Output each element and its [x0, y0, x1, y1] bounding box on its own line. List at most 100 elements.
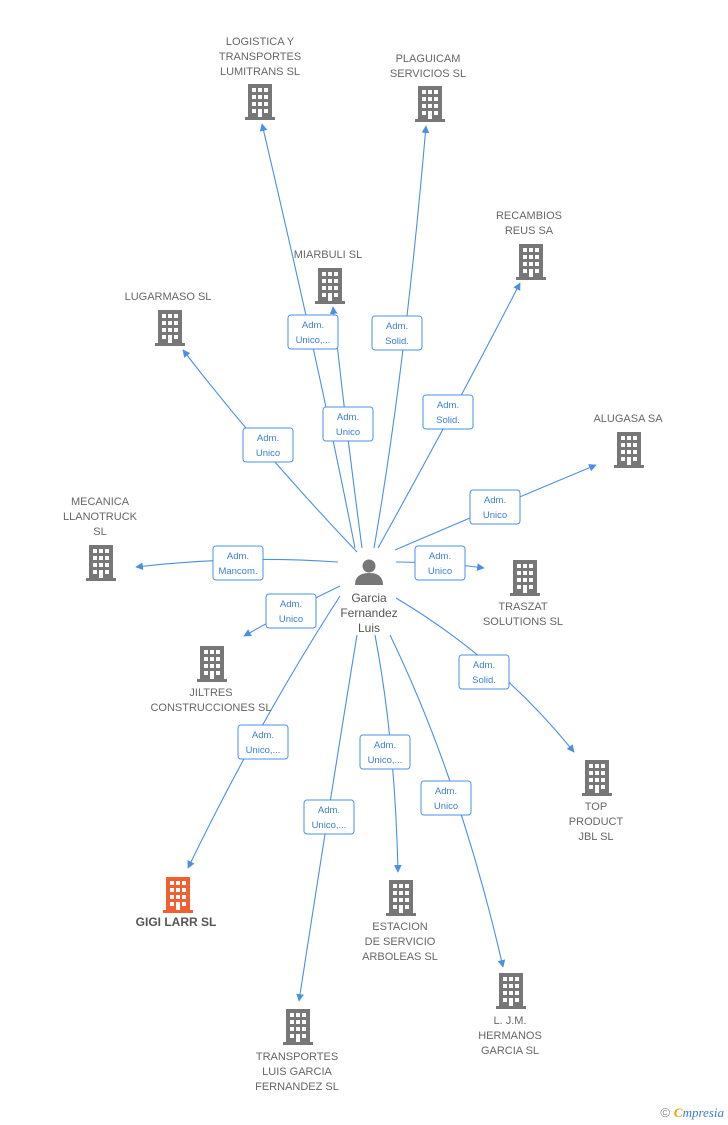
- building-icon: [614, 432, 644, 468]
- company-node-miarbuli[interactable]: MIARBULI SL: [294, 249, 362, 304]
- brand-name: mpresia: [682, 1105, 724, 1120]
- company-name: LUMITRANS SL: [220, 66, 300, 78]
- building-icon: [415, 86, 445, 122]
- person-name: Luis: [358, 621, 380, 635]
- company-name: JBL SL: [578, 831, 613, 843]
- company-name: CONSTRUCCIONES SL: [150, 702, 271, 714]
- company-name: DE SERVICIO: [365, 936, 436, 948]
- company-name: LUIS GARCIA: [262, 1066, 332, 1078]
- building-icon: [245, 84, 275, 120]
- role-text: Adm.: [318, 805, 340, 816]
- role-text: Solid.: [385, 336, 409, 347]
- role-box: [469, 489, 521, 525]
- person-icon: [355, 559, 383, 585]
- role-text: Unico: [428, 566, 452, 577]
- role-box: [371, 315, 423, 351]
- role-badge-jiltres[interactable]: Adm. Unico: [265, 593, 317, 629]
- edge-plaguicam: [373, 125, 430, 549]
- building-icon: [315, 268, 345, 304]
- role-box: [212, 545, 264, 581]
- role-box: [359, 734, 411, 770]
- person-name: Garcia: [351, 591, 387, 605]
- building-icon: [86, 545, 116, 581]
- role-box: [414, 545, 466, 581]
- role-badge-top[interactable]: Adm. Solid.: [458, 654, 510, 690]
- company-name: TRANSPORTES: [219, 51, 301, 63]
- company-node-transportes[interactable]: TRANSPORTES LUIS GARCIA FERNANDEZ SL: [255, 1009, 339, 1093]
- company-node-gigi[interactable]: GIGI LARR SL: [136, 877, 217, 929]
- role-text: Unico: [279, 614, 303, 625]
- company-name: TRASZAT: [498, 601, 548, 613]
- company-name: GIGI LARR SL: [136, 915, 217, 929]
- company-name: LUGARMASO SL: [125, 291, 212, 303]
- company-name: HERMANOS: [478, 1030, 542, 1042]
- role-box: [303, 799, 355, 835]
- role-text: Unico,...: [368, 755, 403, 766]
- role-box: [420, 780, 472, 816]
- copyright-icon: ©: [660, 1105, 670, 1120]
- company-node-jiltres[interactable]: JILTRES CONSTRUCCIONES SL: [150, 646, 272, 714]
- company-name: L. J.M.: [493, 1015, 526, 1027]
- role-text: Unico: [434, 801, 458, 812]
- role-badge-miarbuli[interactable]: Adm. Unico: [322, 406, 374, 442]
- role-badge-logistica[interactable]: Adm.Unico,...: [287, 314, 339, 350]
- role-box: [322, 406, 374, 442]
- role-text: Adm.: [280, 599, 302, 610]
- role-badge-lugarmaso[interactable]: Adm.Unico: [242, 427, 294, 463]
- building-icon: [510, 560, 540, 596]
- company-name: FERNANDEZ SL: [255, 1081, 339, 1093]
- role-box: [237, 724, 289, 760]
- role-badge-estacion[interactable]: Adm.Unico,...: [359, 734, 411, 770]
- company-name: JILTRES: [189, 687, 232, 699]
- nodes-layer: LOGISTICA Y TRANSPORTES LUMITRANS SL PLAGUI…: [63, 36, 663, 1093]
- brand-initial: C: [673, 1105, 683, 1120]
- company-name: MECANICA: [71, 496, 130, 508]
- role-badge-gigi[interactable]: Adm.Unico,...: [237, 724, 289, 760]
- role-text: Adm.: [386, 321, 408, 332]
- company-name: SERVICIOS SL: [390, 68, 466, 80]
- company-name: PRODUCT: [569, 816, 624, 828]
- edge-logistica: [259, 123, 356, 549]
- company-name: ALUGASA SA: [593, 413, 663, 425]
- role-box: [458, 654, 510, 690]
- building-icon: [155, 310, 185, 346]
- role-box: [287, 314, 339, 350]
- company-node-alugasa[interactable]: ALUGASA SA: [593, 413, 663, 468]
- role-text: Adm.: [337, 412, 359, 423]
- role-badge-recambios[interactable]: Adm.Solid.: [422, 394, 474, 430]
- roles-layer: Adm. Unico,... Adm. Solid. Adm. Solid. Adm. Uni…: [212, 314, 521, 835]
- role-badge-ljm[interactable]: Adm.Unico: [420, 780, 472, 816]
- role-text: Solid.: [472, 675, 496, 686]
- company-node-lugarmaso[interactable]: LUGARMASO SL: [125, 291, 212, 346]
- role-badge-plaguicam[interactable]: Adm. Solid.: [371, 315, 423, 351]
- role-badge-mecanica[interactable]: Adm.Mancom.: [212, 545, 264, 581]
- role-text: Adm.: [484, 495, 506, 506]
- role-text: Adm.: [227, 551, 249, 562]
- role-badge-transportes[interactable]: Adm. Unico,...: [303, 799, 355, 835]
- company-node-logistica[interactable]: LOGISTICA Y TRANSPORTES LUMITRANS SL: [219, 36, 301, 120]
- building-icon: [283, 1009, 313, 1045]
- role-text: Unico,...: [246, 745, 281, 756]
- company-name: LOGISTICA Y: [226, 36, 295, 48]
- company-name: TRANSPORTES: [256, 1051, 338, 1063]
- building-icon: [496, 973, 526, 1009]
- role-badge-traszat[interactable]: Adm. Unico: [414, 545, 466, 581]
- role-text: Adm.: [473, 660, 495, 671]
- role-text: Unico: [256, 448, 280, 459]
- company-node-top[interactable]: TOP PRODUCT JBL SL: [569, 760, 624, 843]
- role-text: Solid.: [436, 415, 460, 426]
- role-text: Unico: [336, 427, 360, 438]
- building-icon: [197, 646, 227, 682]
- footer-brand: ©Cmpresia: [660, 1105, 724, 1121]
- role-badge-alugasa[interactable]: Adm.Unico: [469, 489, 521, 525]
- role-text: Unico,...: [312, 820, 347, 831]
- role-text: Adm.: [429, 551, 451, 562]
- company-name: TOP: [585, 801, 607, 813]
